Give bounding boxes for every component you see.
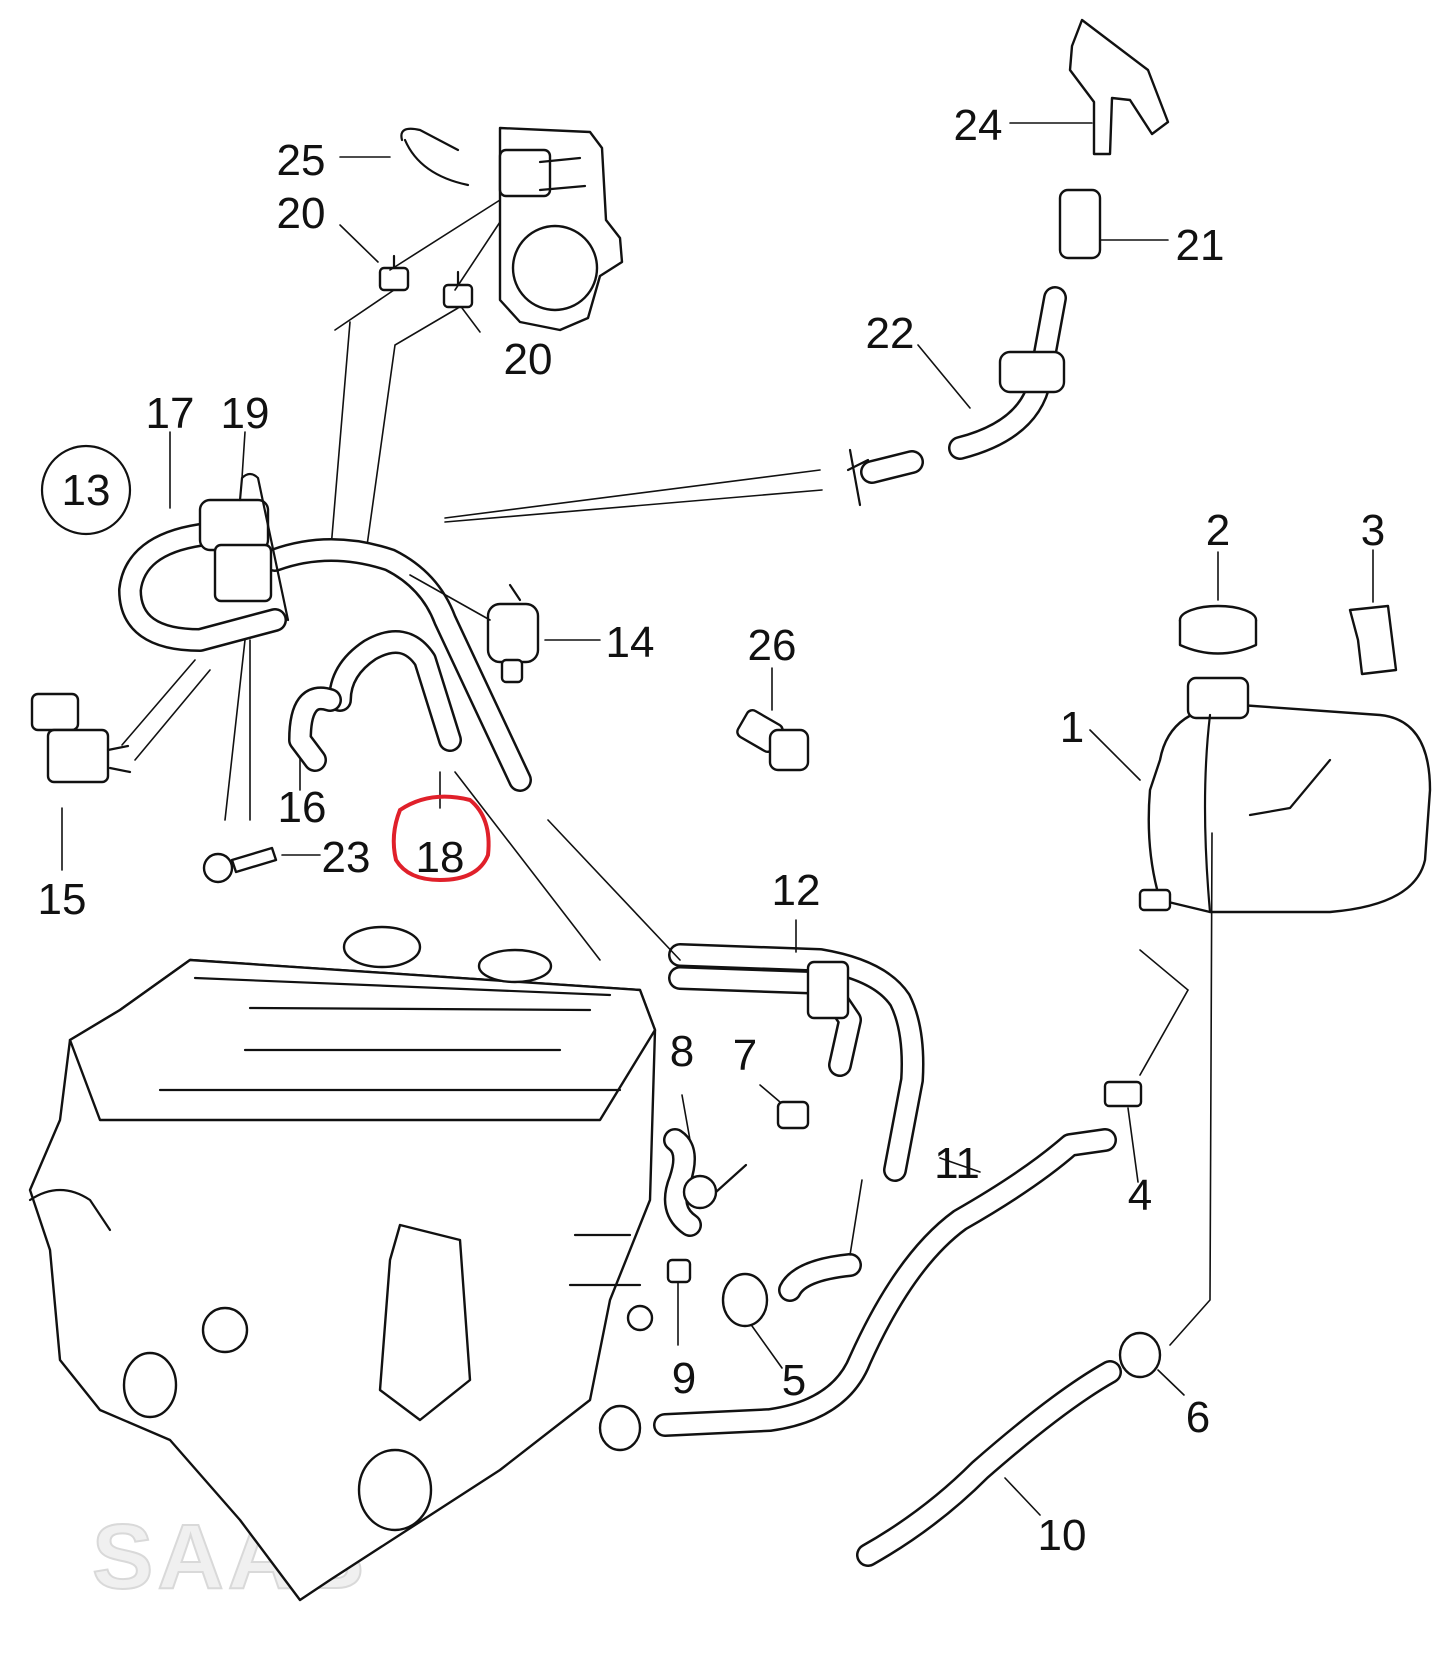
- coolant-hose-17: [118, 523, 532, 792]
- callout-19: 19: [221, 389, 270, 438]
- hose-clamp-5: [721, 1272, 769, 1328]
- callout-21: 21: [1176, 221, 1225, 270]
- callout-1: 1: [1060, 703, 1084, 752]
- tank-cap-2: [1178, 604, 1258, 655]
- hose-clamp-7: [776, 1100, 810, 1130]
- callout-10: 10: [1038, 1511, 1087, 1560]
- leader-lines: [61, 122, 1374, 1516]
- callout-4: 4: [1128, 1171, 1152, 1220]
- callout-11: 11: [934, 1139, 980, 1188]
- coolant-hose-11: [653, 1128, 1117, 1437]
- group-label: 13: [62, 466, 111, 515]
- throttle-body-bracket: [498, 126, 624, 332]
- pressure-sensor-15: [30, 692, 132, 784]
- callout-14: 14: [606, 618, 655, 667]
- hose-clamp-engine: [598, 1404, 642, 1452]
- callout-9: 9: [672, 1354, 696, 1403]
- callout-25: 25: [277, 136, 326, 185]
- callout-12: 12: [772, 866, 821, 915]
- hose-clamp-4: [1103, 1080, 1143, 1108]
- hose-clamp-9: [666, 1258, 692, 1284]
- engine-block: [28, 925, 748, 1602]
- hose-break-section: [846, 448, 924, 507]
- callout-22: 22: [866, 309, 915, 358]
- callout-20-a: 20: [277, 189, 326, 238]
- callout-5: 5: [782, 1356, 806, 1405]
- expansion-tank-1: [1138, 676, 1432, 914]
- callout-15: 15: [38, 875, 87, 924]
- hose-clip-25: [400, 127, 470, 187]
- callout-7: 7: [733, 1031, 757, 1080]
- coolant-hose-10: [856, 1360, 1122, 1567]
- pipe-16: [288, 686, 342, 772]
- temperature-sensor-26: [736, 709, 810, 772]
- hose-22: [948, 286, 1067, 460]
- callout-2: 2: [1206, 506, 1230, 555]
- vacuum-line: [329, 199, 501, 561]
- callout-labels: 1 2 3 4 5 6 7 8 9 10 11 12 14 15 16 17 1…: [38, 101, 1386, 1560]
- bracket-3: [1348, 604, 1398, 676]
- callout-8: 8: [670, 1027, 694, 1076]
- callout-17: 17: [146, 389, 195, 438]
- callout-3: 3: [1361, 506, 1385, 555]
- callout-16: 16: [278, 783, 327, 832]
- hose-clamp-20-b: [442, 270, 474, 309]
- coolant-hose-12: [668, 943, 925, 1182]
- callout-23: 23: [322, 833, 371, 882]
- callout-24: 24: [954, 101, 1003, 150]
- callout-18: 18: [416, 833, 465, 882]
- pipe-8: [665, 1130, 700, 1235]
- callout-20-b: 20: [504, 335, 553, 384]
- hose-clamp-6: [1118, 1331, 1162, 1379]
- fuel-filter-14: [486, 583, 540, 684]
- t-connector-24: [1068, 18, 1170, 156]
- highlight-circle-18: [391, 794, 491, 883]
- group-circle-13: [40, 444, 132, 536]
- callout-26: 26: [748, 621, 797, 670]
- callout-6: 6: [1186, 1393, 1210, 1442]
- solenoid-valve-19: [198, 472, 290, 622]
- bolt-23: [202, 846, 278, 884]
- hose-21: [1058, 188, 1102, 260]
